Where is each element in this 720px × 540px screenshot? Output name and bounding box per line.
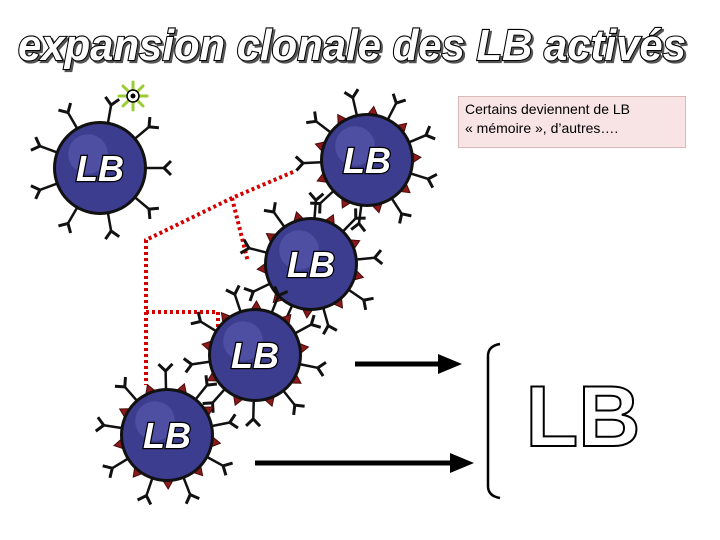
receptor-icon	[410, 172, 438, 189]
receptor-icon	[294, 155, 322, 172]
receptor-icon	[211, 413, 239, 430]
receptor-icon	[206, 456, 234, 476]
receptor-icon	[348, 288, 374, 311]
receptor-icon	[270, 285, 289, 313]
receptor-icon	[350, 205, 367, 233]
bracket-icon	[486, 342, 501, 500]
receptor-icon	[134, 196, 160, 220]
receptor-icon	[58, 102, 79, 129]
receptor-icon	[58, 207, 79, 234]
receptor-icon	[194, 375, 218, 400]
cell-highlight	[279, 230, 319, 270]
receptor-icon	[343, 88, 360, 116]
lb-cell: LB	[294, 88, 438, 233]
cell-label: LB	[231, 335, 279, 376]
receptor-icon	[342, 208, 366, 232]
receptor-icon	[134, 116, 160, 140]
callout-line-1: Certains deviennent de LB	[465, 101, 630, 117]
lb-cell: LB	[94, 362, 239, 506]
receptor-icon	[146, 159, 173, 177]
page-title: expansion clonale des LB activés	[18, 21, 686, 70]
receptor-icon	[408, 125, 436, 144]
receptor-icon	[190, 311, 217, 332]
cell-highlight	[68, 134, 108, 174]
receptor-icon	[294, 314, 322, 335]
lb-cell: LB	[182, 284, 327, 428]
receptor-icon	[356, 249, 384, 266]
receptor-icon	[306, 111, 332, 134]
receptor-icon	[104, 213, 121, 240]
receptor-icon	[94, 416, 122, 433]
receptor-icon	[308, 191, 325, 219]
receptor-icon	[243, 282, 271, 302]
lb-cell: LB	[30, 96, 173, 240]
callout-line-2: « mémoire », d’autres….	[465, 120, 619, 136]
receptor-icon	[225, 284, 242, 312]
receptor-icon	[245, 400, 262, 428]
arrow-right-icon	[355, 354, 462, 374]
cell-label: LB	[343, 140, 391, 181]
antigen-icon	[117, 80, 149, 112]
cell-highlight	[335, 126, 375, 166]
receptor-icon	[30, 182, 58, 200]
cell-label: LB	[287, 244, 335, 285]
receptor-icon	[114, 376, 138, 402]
receptor-icon	[157, 362, 174, 390]
receptor-icon	[386, 93, 407, 120]
cell-highlight	[135, 401, 175, 441]
receptor-icon	[390, 197, 412, 224]
arrow-right-icon	[255, 453, 474, 473]
receptor-icon	[182, 477, 200, 505]
receptor-icon	[136, 478, 154, 506]
receptor-icon	[239, 238, 267, 255]
receptor-icon	[263, 201, 286, 228]
cell-highlight	[223, 321, 263, 361]
receptor-icon	[30, 136, 58, 154]
receptor-icon	[322, 307, 338, 335]
cell-label: LB	[76, 148, 124, 189]
lb-cells: LB LB LB LB LB	[30, 88, 438, 506]
memory-callout: Certains deviennent de LB « mémoire », d…	[458, 96, 686, 148]
receptor-icon	[102, 457, 129, 479]
receptor-icon	[299, 361, 327, 377]
cell-label: LB	[143, 415, 191, 456]
receptor-icon	[182, 357, 210, 374]
receptor-icon	[282, 390, 305, 416]
lb-cell: LB	[239, 191, 384, 335]
result-label: LB	[526, 369, 641, 465]
receptor-icon	[104, 96, 121, 123]
